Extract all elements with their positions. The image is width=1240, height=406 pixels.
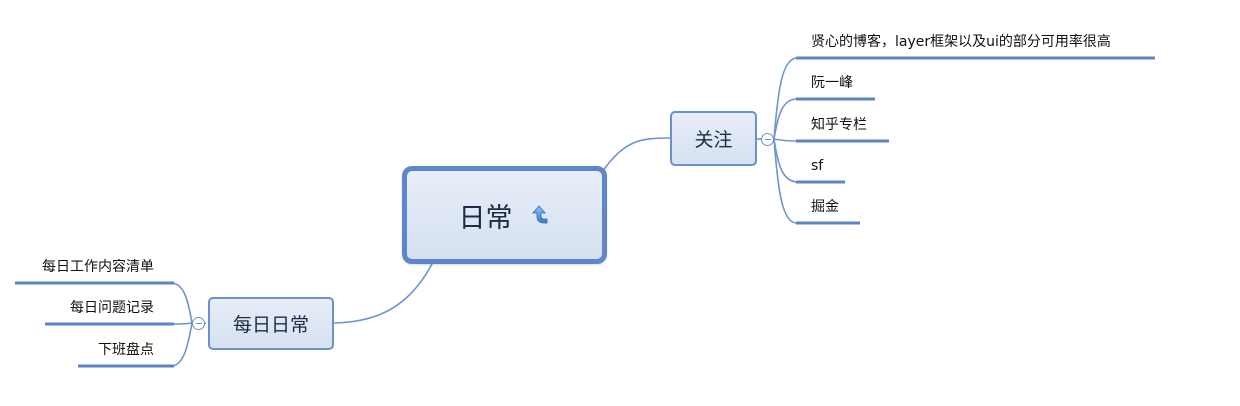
connector-focus-leaf-1: [773, 57, 797, 140]
focus-leaf-1[interactable]: 贤心的博客，layer框架以及ui的部分可用率很高: [811, 33, 1111, 51]
daily-leaf-2[interactable]: 每日问题记录: [70, 299, 154, 317]
branch-node-daily[interactable]: 每日日常: [208, 297, 334, 350]
focus-leaf-2[interactable]: 阮一峰: [811, 74, 853, 92]
daily-leaf-1[interactable]: 每日工作内容清单: [42, 258, 154, 276]
focus-leaf-2-label: 阮一峰: [811, 75, 853, 91]
connector-daily-leaf-2: [171, 322, 193, 325]
focus-leaf-4-label: sf: [811, 158, 824, 174]
connector-daily-leaf-3: [171, 322, 193, 367]
daily-leaf-1-label: 每日工作内容清单: [42, 259, 154, 275]
daily-leaf-3[interactable]: 下班盘点: [98, 341, 154, 359]
connector-focus-leaf-2: [773, 98, 797, 140]
connector-root-daily: [333, 263, 433, 324]
focus-leaf-3[interactable]: 知乎专栏: [811, 116, 867, 134]
root-node[interactable]: 日常: [402, 166, 607, 264]
focus-leaf-3-label: 知乎专栏: [811, 117, 867, 133]
connector-focus-leaf-5: [773, 138, 797, 224]
branch-node-focus-label: 关注: [694, 129, 733, 151]
connector-daily-leaf-1: [171, 282, 193, 324]
refresh-arrow-icon[interactable]: [527, 203, 551, 227]
branch-node-daily-label: 每日日常: [232, 314, 309, 336]
collapse-daily-button[interactable]: [192, 317, 205, 330]
collapse-focus-button[interactable]: [761, 133, 774, 146]
daily-leaf-3-label: 下班盘点: [98, 342, 154, 358]
daily-leaf-2-label: 每日问题记录: [70, 300, 154, 316]
branch-node-focus[interactable]: 关注: [670, 111, 757, 166]
focus-leaf-1-label: 贤心的博客，layer框架以及ui的部分可用率很高: [811, 34, 1111, 50]
connector-root-focus: [601, 137, 671, 173]
focus-leaf-5[interactable]: 掘金: [811, 198, 839, 216]
connector-focus-leaf-3: [773, 138, 797, 142]
focus-leaf-4[interactable]: sf: [811, 157, 823, 175]
root-node-label: 日常: [458, 202, 513, 234]
focus-leaf-5-label: 掘金: [811, 199, 839, 215]
